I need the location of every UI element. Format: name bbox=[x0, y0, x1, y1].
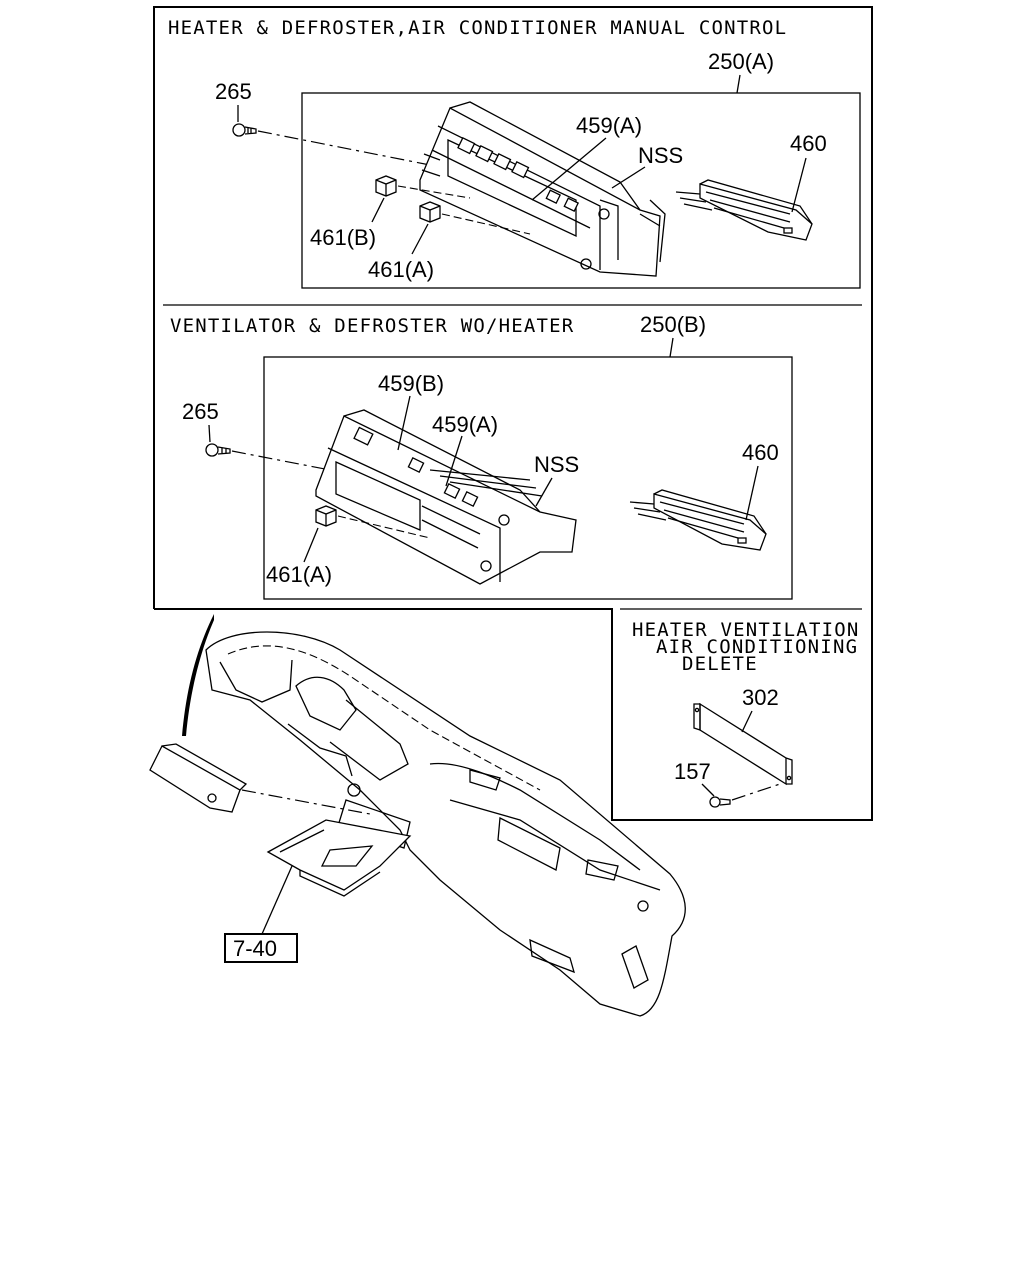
callout-459a-top[interactable]: 459(A) bbox=[576, 113, 642, 138]
assembly-box-250a bbox=[301, 92, 861, 289]
middle-section: 250(B) 265 459(B) 459(A) NS bbox=[182, 312, 793, 600]
knob-461a-mid-part bbox=[315, 505, 337, 527]
top-section-title: HEATER & DEFROSTER,AIR CONDITIONER MANUA… bbox=[168, 17, 787, 39]
loose-control-unit bbox=[149, 743, 248, 813]
knob-461a-part bbox=[419, 201, 441, 223]
callout-7-40[interactable]: 7-40 bbox=[233, 936, 277, 961]
control-unit-250a bbox=[419, 101, 666, 277]
callout-157[interactable]: 157 bbox=[674, 759, 711, 784]
wiring-arc bbox=[182, 614, 214, 736]
callout-461a-mid[interactable]: 461(A) bbox=[266, 562, 332, 587]
delete-section: 302 157 bbox=[674, 685, 793, 808]
callout-265-top[interactable]: 265 bbox=[215, 79, 252, 104]
callout-250b[interactable]: 250(B) bbox=[640, 312, 706, 337]
callout-460-mid[interactable]: 460 bbox=[742, 440, 779, 465]
middle-section-title: VENTILATOR & DEFROSTER WO/HEATER bbox=[170, 315, 574, 337]
knob-461b-part bbox=[375, 175, 397, 197]
screw-265-mid-part bbox=[205, 443, 231, 457]
delete-title-line-3: DELETE bbox=[682, 653, 758, 675]
delete-section-title: HEATER VENTILATION AIR CONDITIONING DELE… bbox=[632, 619, 860, 675]
callout-459b[interactable]: 459(B) bbox=[378, 371, 444, 396]
screw-265-part bbox=[232, 123, 257, 137]
callout-250a[interactable]: 250(A) bbox=[708, 49, 774, 74]
callout-460-top[interactable]: 460 bbox=[790, 131, 827, 156]
delete-title-line-2: AIR CONDITIONING bbox=[656, 636, 858, 658]
assembly-box-250b bbox=[263, 356, 793, 600]
diagram-frame bbox=[153, 6, 873, 821]
callout-nss-mid[interactable]: NSS bbox=[534, 452, 579, 477]
ref-box-7-40[interactable] bbox=[224, 933, 298, 963]
callout-302[interactable]: 302 bbox=[742, 685, 779, 710]
callout-461b-top[interactable]: 461(B) bbox=[310, 225, 376, 250]
instrument-panel-drawing bbox=[149, 614, 686, 1017]
callout-265-mid[interactable]: 265 bbox=[182, 399, 219, 424]
control-unit-250b bbox=[315, 409, 577, 585]
callout-nss-top[interactable]: NSS bbox=[638, 143, 683, 168]
module-460-mid-part bbox=[629, 489, 767, 551]
blank-panel-302-part bbox=[693, 702, 793, 786]
callout-459a-mid[interactable]: 459(A) bbox=[432, 412, 498, 437]
callout-461a-top[interactable]: 461(A) bbox=[368, 257, 434, 282]
delete-title-line-1: HEATER VENTILATION bbox=[632, 619, 860, 641]
top-section: 250(A) 265 459(A) bbox=[215, 49, 861, 289]
module-460-part bbox=[675, 179, 813, 241]
screw-157-part bbox=[709, 796, 731, 808]
